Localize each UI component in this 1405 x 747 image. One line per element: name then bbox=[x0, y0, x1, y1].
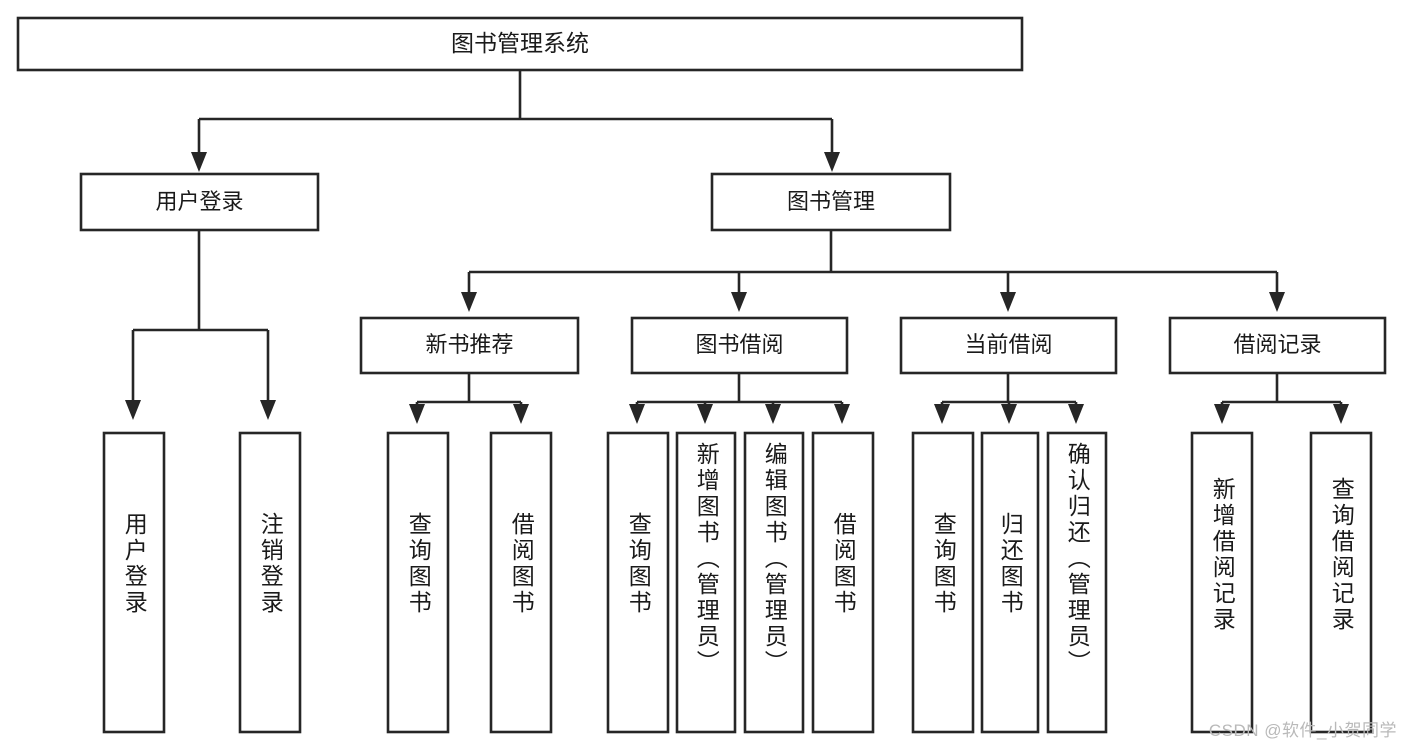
leaf-user-login-box[interactable] bbox=[102, 431, 166, 734]
node-current-borrow[interactable]: 当前借阅 bbox=[899, 316, 1118, 375]
arrowhead-leaf-add-book bbox=[697, 404, 713, 424]
node-current-borrow-box bbox=[899, 316, 1118, 375]
node-book-management[interactable]: 图书管理 bbox=[710, 172, 952, 232]
leaf-query-book-1-box[interactable] bbox=[386, 431, 450, 734]
arrowhead-leaf-query-book-3 bbox=[934, 404, 950, 424]
arrowhead-leaf-query-book-2 bbox=[629, 404, 645, 424]
node-book-borrow[interactable]: 图书借阅 bbox=[630, 316, 849, 375]
node-user-login[interactable]: 用户登录 bbox=[79, 172, 320, 232]
leaf-add-record-box[interactable] bbox=[1190, 431, 1254, 734]
node-book-management-label: 图书管理 bbox=[787, 189, 875, 214]
leaf-edit-book-box[interactable] bbox=[743, 431, 805, 734]
arrowhead-book-borrow bbox=[731, 292, 747, 312]
leaf-query-book-2-box[interactable] bbox=[606, 431, 670, 734]
node-new-book-recommend-label: 新书推荐 bbox=[425, 332, 513, 357]
leaf-user-logout-box[interactable] bbox=[238, 431, 302, 734]
node-book-borrow-label: 图书借阅 bbox=[695, 332, 783, 357]
node-book-management-box bbox=[710, 172, 952, 232]
arrowhead-leaf-edit-book bbox=[765, 404, 781, 424]
arrowhead-leaf-query-record bbox=[1333, 404, 1349, 424]
node-borrow-record-box bbox=[1168, 316, 1387, 375]
leaf-confirm-return-box[interactable] bbox=[1046, 431, 1108, 734]
node-book-borrow-box bbox=[630, 316, 849, 375]
node-current-borrow-label: 当前借阅 bbox=[964, 332, 1052, 357]
node-root[interactable]: 图书管理系统 bbox=[16, 16, 1024, 72]
arrowhead-current-borrow bbox=[1000, 292, 1016, 312]
leaf-borrow-book-1-box[interactable] bbox=[489, 431, 553, 734]
arrowhead-user-login bbox=[191, 152, 207, 172]
arrowhead-book-management bbox=[824, 152, 840, 172]
leaf-borrow-book-2-box[interactable] bbox=[811, 431, 875, 734]
node-borrow-record-label: 借阅记录 bbox=[1233, 332, 1321, 357]
arrowhead-leaf-query-book-1 bbox=[409, 404, 425, 424]
arrowhead-leaf-return-book bbox=[1001, 404, 1017, 424]
leaf-query-record-box[interactable] bbox=[1309, 431, 1373, 734]
arrowhead-leaf-confirm-return bbox=[1068, 404, 1084, 424]
csdn-watermark: CSDN @软件_小贺同学 bbox=[1208, 721, 1397, 740]
node-new-book-recommend[interactable]: 新书推荐 bbox=[359, 316, 580, 375]
node-root-box bbox=[16, 16, 1024, 72]
arrowhead-leaf-add-record bbox=[1214, 404, 1230, 424]
arrowhead-leaf-borrow-book-1 bbox=[513, 404, 529, 424]
node-new-book-recommend-box bbox=[359, 316, 580, 375]
arrowhead-leaf-user-logout bbox=[260, 400, 276, 420]
node-root-label: 图书管理系统 bbox=[451, 30, 589, 56]
node-user-login-label: 用户登录 bbox=[155, 189, 243, 214]
arrowhead-leaf-user-login bbox=[125, 400, 141, 420]
arrowhead-borrow-record bbox=[1269, 292, 1285, 312]
leaf-return-book-box[interactable] bbox=[980, 431, 1040, 734]
leaf-add-book-box[interactable] bbox=[675, 431, 737, 734]
arrowhead-leaf-borrow-book-2 bbox=[834, 404, 850, 424]
node-borrow-record[interactable]: 借阅记录 bbox=[1168, 316, 1387, 375]
arrowhead-new-book-recommend bbox=[461, 292, 477, 312]
leaf-query-book-3-box[interactable] bbox=[911, 431, 975, 734]
